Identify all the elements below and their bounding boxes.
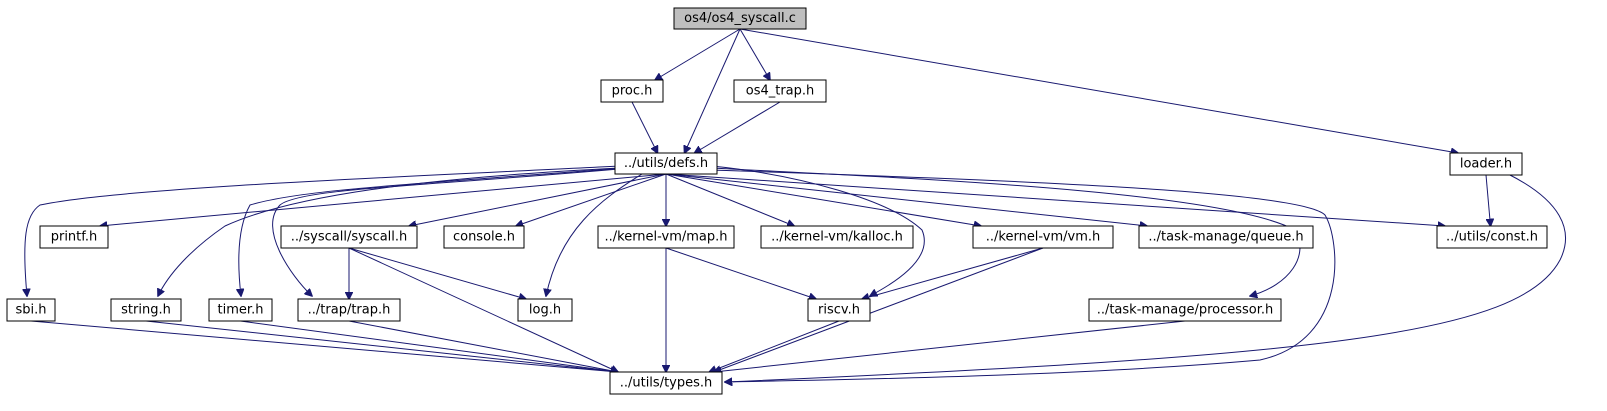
node-box: [443, 225, 525, 249]
node-box: [1436, 225, 1548, 249]
edge-trap_h-to-types_h: [348, 320, 618, 372]
node-label: ../kernel-vm/kalloc.h: [771, 230, 903, 245]
node-types-h[interactable]: ../utils/types.h: [609, 371, 723, 395]
node-kalloc-h[interactable]: ../kernel-vm/kalloc.h: [760, 225, 914, 249]
edge-proc_h-to-defs_h: [631, 101, 658, 153]
edge-defs_h-to-syscall_h: [409, 173, 667, 226]
node-box: [6, 298, 56, 322]
node-box: [597, 225, 735, 249]
node-proc-h[interactable]: proc.h: [600, 79, 664, 103]
node-vm-h[interactable]: ../kernel-vm/vm.h: [972, 225, 1114, 249]
node-label: ../task-manage/processor.h: [1097, 303, 1274, 318]
node-printf-h[interactable]: printf.h: [39, 225, 109, 249]
node-string-h[interactable]: string.h: [110, 298, 182, 322]
node-log-h[interactable]: log.h: [517, 298, 573, 322]
edge-defs_h-to-queue_h: [665, 173, 1147, 226]
node-box: [760, 225, 914, 249]
node-timer-h[interactable]: timer.h: [208, 298, 273, 322]
edge-riscv_h-to-types_h: [709, 320, 840, 372]
node-box: [39, 225, 109, 249]
edge-vm_h-to-types_h: [714, 247, 1044, 372]
node-box: [297, 298, 401, 322]
node-syscall-h[interactable]: ../syscall/syscall.h: [280, 225, 418, 249]
edge-os4_trap_h-to-defs_h: [695, 101, 781, 153]
edge-defs_h-to-sbi_h: [25, 165, 621, 296]
nodes-layer: os4/os4_syscall.c proc.h os4_trap.h ../util…: [6, 7, 1548, 395]
node-riscv-h[interactable]: riscv.h: [807, 298, 871, 322]
node-box: [600, 79, 664, 103]
edge-defs_h-to-trap_h: [272, 167, 631, 296]
node-box: [517, 298, 573, 322]
node-label: riscv.h: [818, 303, 860, 318]
node-const-h[interactable]: ../utils/const.h: [1436, 225, 1548, 249]
node-box: [972, 225, 1114, 249]
node-box: [733, 79, 827, 103]
node-label: log.h: [529, 303, 561, 318]
node-label: timer.h: [218, 303, 264, 318]
node-sbi-h[interactable]: sbi.h: [6, 298, 56, 322]
edge-sbi_h-to-types_h: [30, 320, 618, 372]
node-box: [110, 298, 182, 322]
edge-defs_h-to-log_h: [546, 173, 643, 296]
edge-defs_h-to-console_h: [516, 173, 667, 226]
edge-loader_h-to-types_h: [725, 173, 1567, 382]
node-label: ../utils/types.h: [620, 376, 713, 391]
node-box: [609, 371, 723, 395]
node-console-h[interactable]: console.h: [443, 225, 525, 249]
edge-defs_h-to-types_h: [711, 169, 1336, 382]
node-label: ../kernel-vm/vm.h: [986, 230, 1100, 245]
node-label: ../trap/trap.h: [308, 303, 391, 318]
node-label: ../utils/const.h: [1446, 230, 1538, 245]
node-map-h[interactable]: ../kernel-vm/map.h: [597, 225, 735, 249]
edge-defs_h-to-const_h: [665, 173, 1445, 226]
node-loader-h[interactable]: loader.h: [1449, 152, 1523, 176]
node-box: [1449, 152, 1523, 176]
node-queue-h[interactable]: ../task-manage/queue.h: [1138, 225, 1314, 249]
node-box: [1088, 298, 1282, 322]
node-label: printf.h: [51, 230, 98, 245]
node-label: ../syscall/syscall.h: [291, 230, 408, 245]
edge-string_h-to-types_h: [145, 320, 618, 372]
node-box: [614, 152, 718, 175]
node-os4-syscall-c[interactable]: os4/os4_syscall.c: [673, 7, 807, 30]
node-label: os4_trap.h: [746, 84, 815, 99]
edge-processor_h-to-types_h: [714, 320, 1186, 372]
node-label: ../kernel-vm/map.h: [604, 230, 727, 245]
edge-map_h-to-riscv_h: [665, 247, 816, 299]
node-box: [208, 298, 273, 322]
node-box: [673, 7, 807, 30]
edge-timer_h-to-types_h: [240, 320, 619, 372]
edge-os4_syscall_c-to-loader_h: [739, 28, 1458, 153]
edge-os4_syscall_c-to-defs_h: [685, 28, 741, 153]
edge-defs_h-to-timer_h: [239, 167, 626, 296]
node-label: ../task-manage/queue.h: [1148, 230, 1303, 245]
node-label: loader.h: [1460, 157, 1512, 172]
node-label: ../utils/defs.h: [624, 156, 708, 171]
edges-layer: [25, 28, 1567, 382]
node-box: [1138, 225, 1314, 249]
node-label: os4/os4_syscall.c: [684, 11, 796, 26]
edge-defs_h-to-vm_h: [665, 173, 981, 226]
edge-vm_h-to-riscv_h: [862, 247, 1044, 299]
node-label: string.h: [121, 303, 171, 318]
edge-defs_h-to-printf_h: [100, 173, 667, 226]
edge-loader_h-to-const_h: [1485, 174, 1491, 226]
node-label: console.h: [453, 230, 515, 245]
node-trap-h[interactable]: ../trap/trap.h: [297, 298, 401, 322]
edge-defs_h-to-kalloc_h: [665, 173, 794, 226]
edge-syscall_h-to-types_h: [348, 247, 618, 372]
edge-syscall_h-to-log_h: [348, 247, 526, 299]
edge-defs_h-to-string_h: [158, 167, 621, 296]
node-os4-trap-h[interactable]: os4_trap.h: [733, 79, 827, 103]
edge-defs_h-to-riscv_h: [711, 165, 925, 296]
node-processor-h[interactable]: ../task-manage/processor.h: [1088, 298, 1282, 322]
node-label: proc.h: [612, 84, 653, 99]
edge-os4_syscall_c-to-proc_h: [655, 28, 741, 80]
edge-os4_syscall_c-to-os4_trap_h: [739, 28, 770, 80]
node-label: sbi.h: [15, 303, 46, 318]
node-box: [280, 225, 418, 249]
node-box: [807, 298, 871, 322]
node-defs-h[interactable]: ../utils/defs.h: [614, 152, 718, 175]
